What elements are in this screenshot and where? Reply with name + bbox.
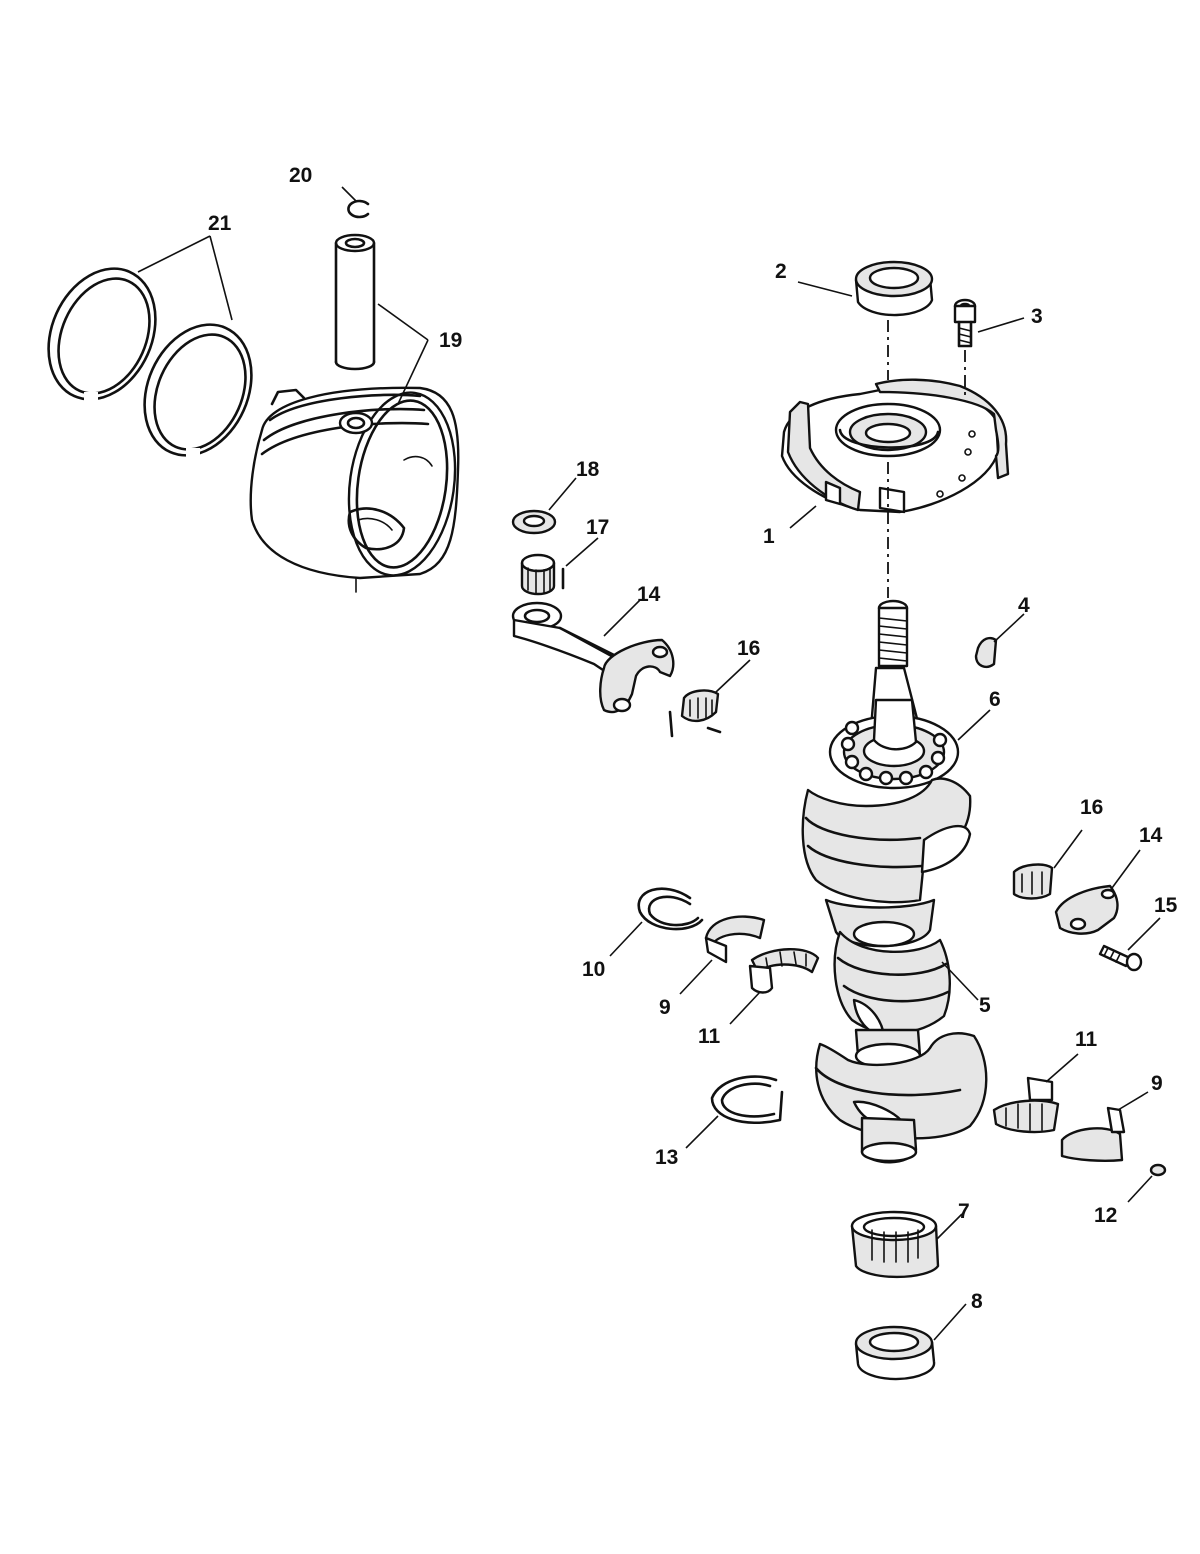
callout-9-right: 9 (1151, 1072, 1163, 1095)
callout-13: 13 (655, 1146, 678, 1169)
callout-7: 7 (958, 1200, 970, 1223)
callout-11-right: 11 (1075, 1028, 1098, 1051)
callout-5: 5 (979, 994, 991, 1017)
callout-11-left: 11 (698, 1025, 721, 1048)
bearing-half-right (1060, 1106, 1126, 1162)
crankshaft (801, 599, 988, 1164)
bearing-cage-left (748, 948, 820, 994)
callout-12: 12 (1094, 1204, 1117, 1227)
callout-15: 15 (1154, 894, 1178, 917)
dowel-pin (1149, 1163, 1167, 1177)
callout-9-left: 9 (659, 996, 671, 1019)
callout-16-right: 16 (1080, 796, 1103, 819)
thrust-washer (511, 509, 557, 535)
rod-cap (1054, 884, 1119, 935)
woodruff-key (974, 636, 998, 668)
callout-10: 10 (582, 958, 605, 981)
rod-bolt (1098, 944, 1143, 972)
circlip (347, 199, 370, 219)
callout-4: 4 (1018, 594, 1030, 617)
bearing-cage-right (1012, 863, 1054, 900)
callout-16-upper: 16 (737, 637, 760, 660)
callout-21: 21 (208, 212, 232, 235)
screw (953, 298, 977, 348)
piston-rings (47, 267, 253, 458)
callout-3: 3 (1031, 305, 1043, 328)
callout-19: 19 (439, 329, 462, 352)
lower-oil-seal (854, 1325, 936, 1381)
callout-14-right: 14 (1139, 824, 1163, 847)
callout-17: 17 (586, 516, 609, 539)
oil-seal-upper (854, 260, 934, 317)
assembly-centerlines (887, 320, 966, 598)
connecting-rod (511, 601, 675, 714)
piston (249, 386, 460, 593)
callout-8: 8 (971, 1290, 983, 1313)
bearing-half-left (704, 915, 766, 964)
callout-numbers: 1 2 3 4 5 6 7 8 9 9 10 11 11 12 13 14 14… (208, 164, 1178, 1313)
callout-6: 6 (989, 688, 1001, 711)
lower-needle-bearing (850, 1210, 940, 1279)
leader-lines (137, 186, 1161, 1341)
retaining-ring-lower (710, 1075, 784, 1125)
callout-14-upper: 14 (637, 583, 661, 606)
callout-20: 20 (289, 164, 312, 187)
callout-2: 2 (775, 260, 787, 283)
wrist-pin (334, 233, 376, 371)
callout-18: 18 (576, 458, 600, 481)
callout-1: 1 (763, 525, 775, 548)
bearing-balls (840, 720, 948, 786)
retaining-ring-upper (637, 887, 704, 931)
end-cap (780, 378, 1010, 514)
bearing-cage (668, 689, 722, 738)
bearing-cage-right-lower (992, 1076, 1060, 1134)
needle-bearing (520, 553, 565, 596)
